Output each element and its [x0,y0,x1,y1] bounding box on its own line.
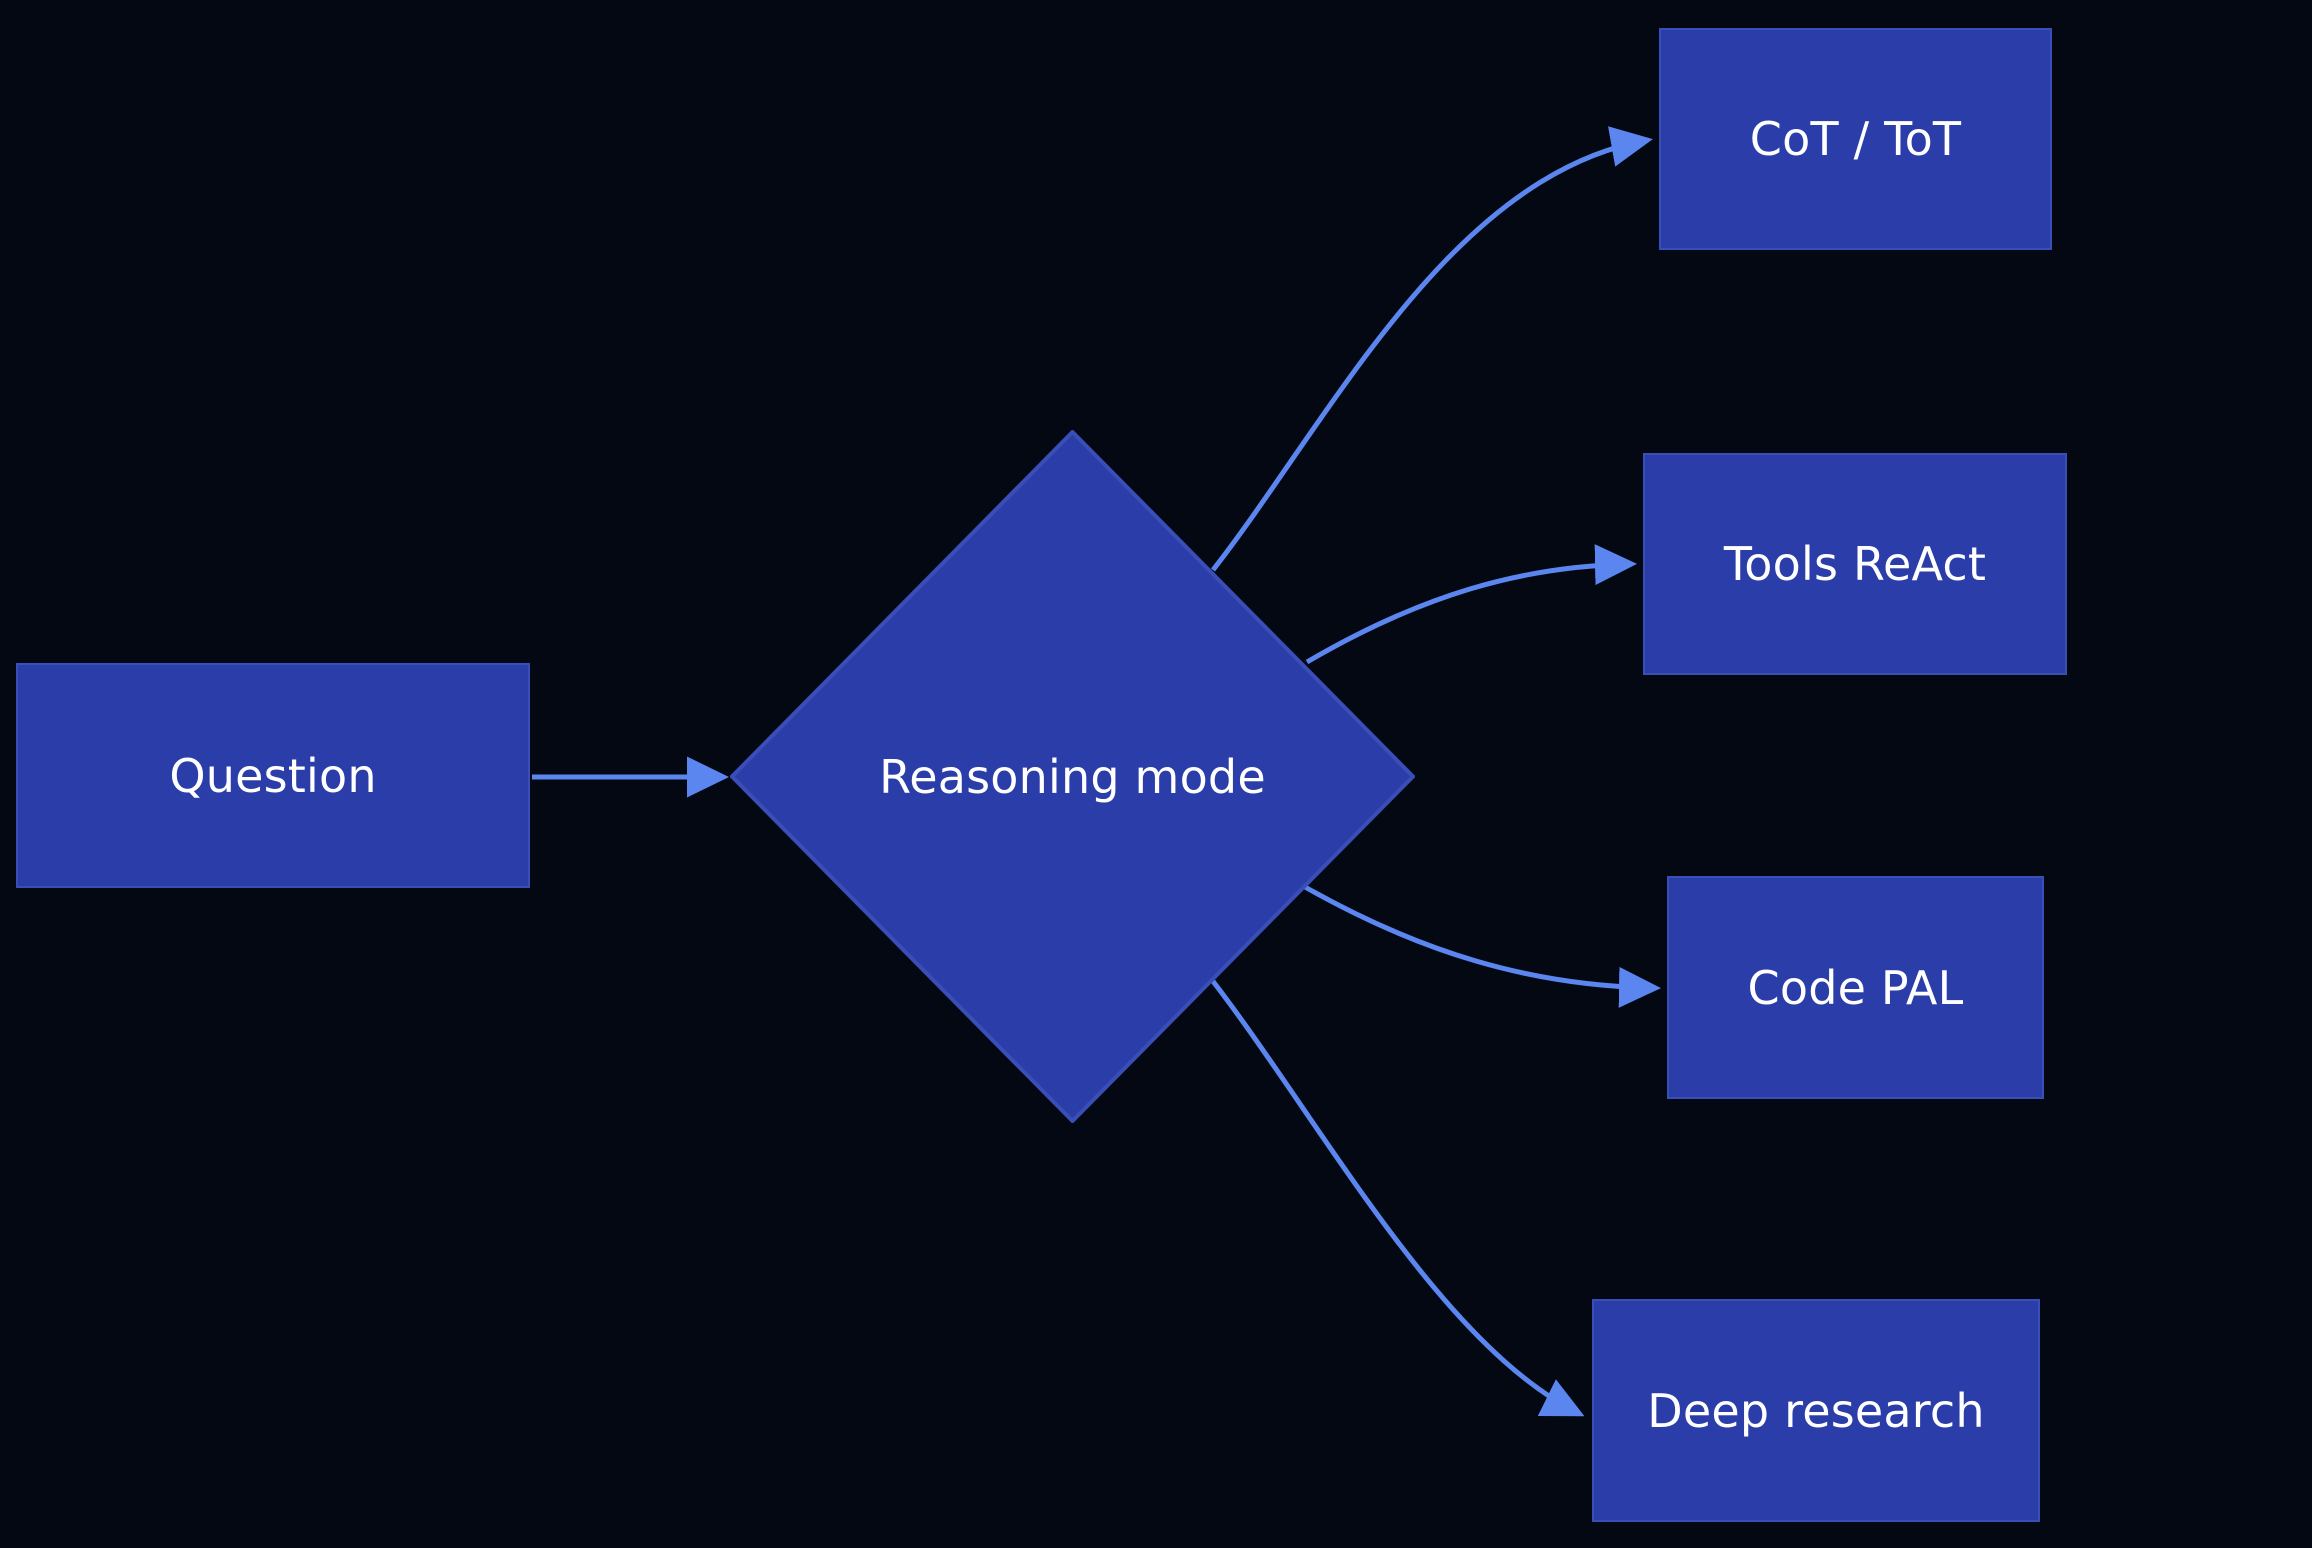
node-cot-tot-label: CoT / ToT [1749,112,1962,166]
node-deep-research-label: Deep research [1647,1383,1985,1438]
node-deep-research[interactable]: Deep research [1592,1299,2040,1522]
node-question[interactable]: Question [16,663,530,888]
node-reasoning-mode[interactable]: Reasoning mode [730,430,1415,1123]
diamond-shape [730,430,1415,1123]
node-question-label: Question [169,748,377,803]
node-code-pal-label: Code PAL [1747,960,1964,1015]
node-code-pal[interactable]: Code PAL [1667,876,2044,1099]
node-cot-tot[interactable]: CoT / ToT [1659,28,2052,250]
node-reasoning-mode-label: Reasoning mode [879,749,1266,804]
node-tools-react-label: Tools ReAct [1723,537,1987,591]
node-tools-react[interactable]: Tools ReAct [1643,453,2067,675]
